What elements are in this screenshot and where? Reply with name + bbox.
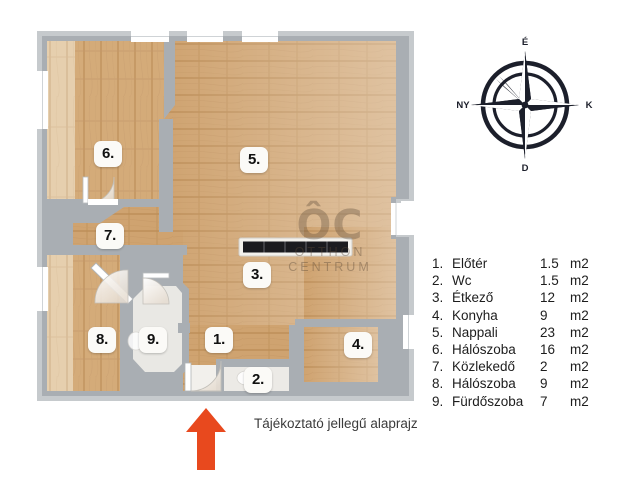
window-top-1 [131, 31, 169, 42]
door-room-6 [82, 176, 118, 205]
legend-area: 2 [540, 359, 548, 375]
legend-row: 8. Hálószoba 9 m2 [432, 376, 612, 393]
legend-row: 2. Wc 1.5 m2 [432, 273, 612, 290]
legend-name: Hálószoba [452, 376, 516, 392]
room-badge-7: 7. [96, 223, 124, 249]
legend-area: 1.5 [540, 273, 559, 289]
legend-unit: m2 [570, 393, 589, 409]
legend-row: 7. Közlekedő 2 m2 [432, 359, 612, 376]
legend-unit: m2 [570, 256, 589, 271]
arrow-up-icon [186, 408, 226, 470]
window-left-2 [37, 267, 48, 311]
legend-unit: m2 [570, 359, 589, 375]
door-room-8 [90, 262, 134, 305]
legend-number: 4. [432, 307, 444, 323]
legend-name: Előtér [452, 256, 488, 271]
compass-label-east: K [586, 100, 593, 111]
legend-row: 1. Előtér 1.5 m2 [432, 256, 612, 273]
legend-area: 9 [540, 307, 548, 323]
legend-unit: m2 [570, 273, 589, 289]
legend-row: 3. Étkező 12 m2 [432, 290, 612, 307]
legend-area: 16 [540, 341, 556, 357]
entrance-arrow [186, 408, 226, 470]
room-legend: 1. Előtér 1.5 m2 2. Wc 1.5 m2 3. Étkező … [432, 256, 612, 411]
legend-unit: m2 [570, 341, 589, 357]
legend-area: 9 [540, 376, 548, 392]
door-room-9 [142, 272, 170, 305]
legend-row: 6. Hálószoba 16 m2 [432, 342, 612, 359]
room-8-floor [47, 255, 120, 391]
room-badge-8: 8. [88, 327, 116, 353]
legend-unit: m2 [570, 376, 589, 392]
legend-number: 2. [432, 273, 444, 289]
furniture [127, 237, 353, 386]
legend-row: 4. Konyha 9 m2 [432, 308, 612, 325]
window-top-3 [242, 31, 278, 42]
room-badge-3: 3. [243, 262, 271, 288]
window-right-1 [391, 203, 401, 235]
legend-row: 5. Nappali 23 m2 [432, 325, 612, 342]
legend-name: Wc [452, 273, 472, 289]
room-badge-5: 5. [240, 147, 268, 173]
room-badge-9: 9. [139, 327, 167, 353]
floor-plan-drawing: 6. 5. 7. 3. 8. 9. 1. 4. 2. [33, 27, 418, 405]
plan-caption: Tájékoztató jellegű alaprajz [254, 416, 418, 431]
room-badge-4: 4. [344, 332, 372, 358]
room-6-floor [47, 41, 175, 207]
legend-area: 12 [540, 290, 556, 306]
legend-row: 9. Fürdőszoba 7 m2 [432, 394, 612, 411]
legend-area: 7 [540, 393, 548, 409]
legend-number: 7. [432, 359, 444, 375]
legend-number: 5. [432, 324, 444, 340]
compass-rose: É K D NY [455, 33, 595, 173]
door-entry [184, 360, 222, 392]
window-left-1 [37, 71, 48, 129]
compass-label-south: D [522, 163, 529, 173]
legend-name: Hálószoba [452, 341, 516, 357]
compass-label-north: É [522, 37, 528, 48]
legend-name: Nappali [452, 324, 498, 340]
legend-number: 3. [432, 290, 444, 306]
room-badge-2: 2. [244, 367, 272, 393]
legend-name: Közlekedő [452, 359, 516, 375]
room-badge-1: 1. [205, 327, 233, 353]
legend-name: Étkező [452, 290, 494, 306]
doors [82, 176, 222, 392]
interior-walls [47, 41, 396, 391]
legend-unit: m2 [570, 290, 589, 306]
legend-number: 6. [432, 341, 444, 357]
legend-name: Konyha [452, 307, 498, 323]
legend-number: 8. [432, 376, 444, 392]
room-badge-6: 6. [94, 141, 122, 167]
legend-unit: m2 [570, 324, 589, 340]
legend-number: 9. [432, 393, 444, 409]
windows [37, 31, 414, 349]
legend-number: 1. [432, 256, 444, 271]
legend-unit: m2 [570, 307, 589, 323]
compass-icon: É K D NY [456, 37, 593, 173]
legend-area: 1.5 [540, 256, 559, 271]
compass-label-west: NY [456, 100, 470, 111]
furniture-sofa [238, 237, 353, 257]
legend-name: Fürdőszoba [452, 393, 524, 409]
window-top-2 [187, 31, 223, 42]
legend-area: 23 [540, 324, 556, 340]
window-right-2 [403, 315, 414, 349]
